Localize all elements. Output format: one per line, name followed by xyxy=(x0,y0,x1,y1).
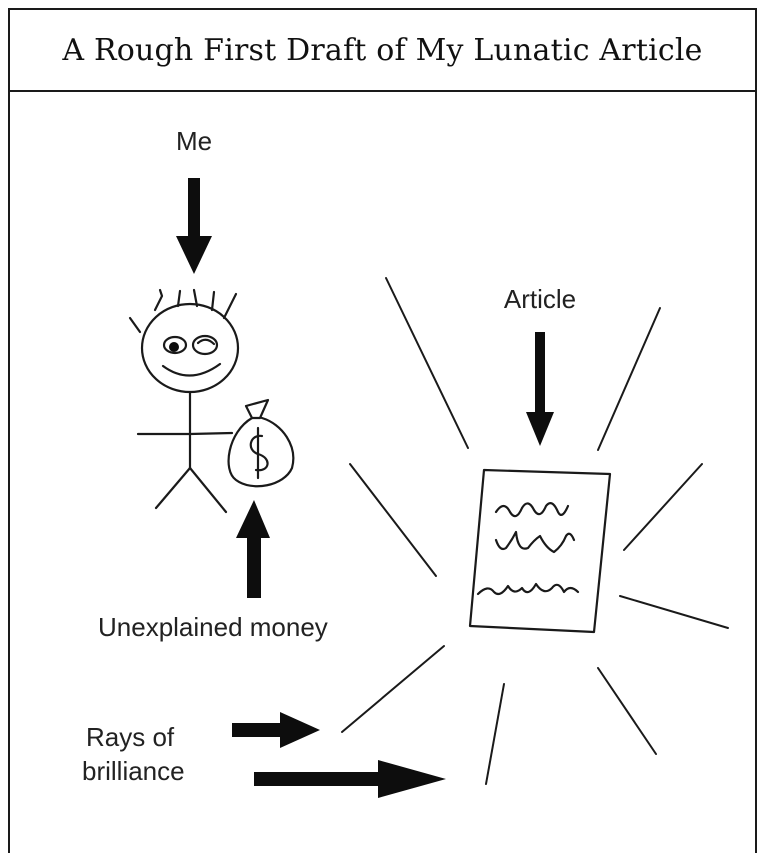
label-article: Article xyxy=(504,284,576,314)
page-title: A Rough First Draft of My Lunatic Articl… xyxy=(62,32,703,68)
label-unexplained-money: Unexplained money xyxy=(98,612,328,642)
stick-figure-icon xyxy=(128,288,240,514)
arrow-money-to-bag xyxy=(236,500,270,598)
article-page-icon xyxy=(468,468,612,634)
label-rays-line1: Rays of xyxy=(86,722,175,752)
title-bar: A Rough First Draft of My Lunatic Articl… xyxy=(8,8,757,92)
label-me: Me xyxy=(176,126,212,156)
arrow-rays-lower xyxy=(254,760,446,798)
money-bag-icon xyxy=(227,398,295,488)
arrow-to-article xyxy=(526,332,554,446)
label-rays-line2: brilliance xyxy=(82,756,185,786)
arrow-rays-upper xyxy=(232,712,320,748)
brilliance-rays xyxy=(341,277,729,785)
arrow-me-to-figure xyxy=(176,178,212,274)
